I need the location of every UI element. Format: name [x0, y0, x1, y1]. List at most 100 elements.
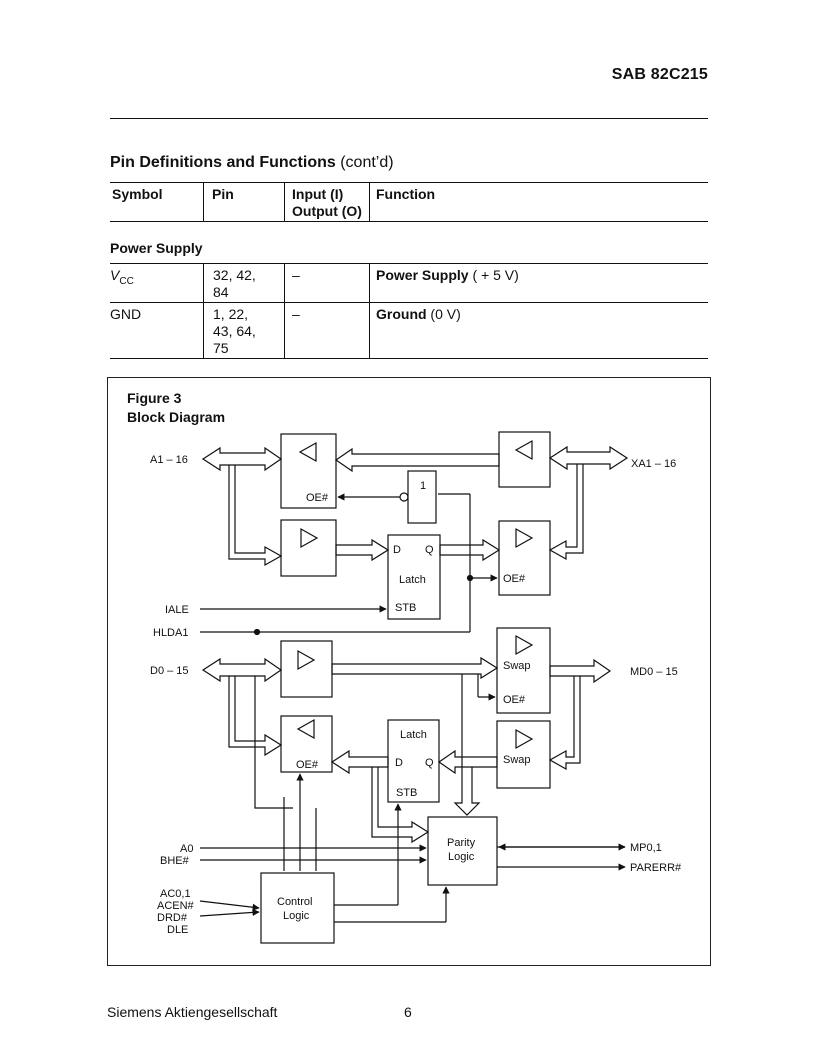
swap-to-latch	[437, 749, 498, 775]
signal-dle: DLE	[167, 924, 188, 936]
latch-to-buffer	[330, 749, 389, 775]
swap-label: Swap	[503, 754, 531, 766]
signal-acen: ACEN#	[157, 900, 195, 912]
data-buffer-out	[280, 640, 333, 698]
section-title-main: Pin Definitions and Functions	[110, 154, 336, 171]
row-symbol: VCC	[110, 267, 134, 290]
header-function: Function	[376, 186, 436, 202]
signal-iale: IALE	[165, 604, 189, 616]
signal-xa1-16: XA1 – 16	[631, 458, 676, 470]
row-function-detail: (0 V)	[426, 306, 461, 322]
signal-bhe: BHE#	[160, 855, 190, 867]
oe-label: OE#	[503, 694, 526, 706]
row-io: –	[292, 267, 300, 283]
control-label-2: Logic	[283, 910, 310, 922]
buffer-right-icon	[515, 634, 534, 656]
figure-frame	[107, 377, 711, 966]
footer-company: Siemens Aktiengesellschaft	[107, 1004, 278, 1020]
internal-a-bus	[334, 447, 500, 473]
latch-q-label: Q	[425, 544, 434, 556]
header-symbol: Symbol	[112, 186, 163, 202]
oe-label: OE#	[503, 573, 526, 585]
bus-buffer-xa-in	[498, 431, 551, 488]
group-rule	[110, 263, 708, 264]
bus-buffer-xa-out	[498, 520, 551, 596]
signal-drd: DRD#	[157, 912, 188, 924]
figure-title: Block Diagram	[127, 409, 226, 425]
md-bus-arrow	[549, 658, 612, 684]
signal-mp01: MP0,1	[630, 842, 662, 854]
row-symbol-main: V	[110, 267, 120, 283]
table-header-rule	[110, 221, 708, 222]
row-symbol: GND	[110, 306, 142, 322]
row-function-name: Ground	[376, 306, 427, 322]
col-divider	[284, 263, 285, 358]
signal-parerr: PARERR#	[630, 862, 682, 874]
row-function: Power Supply ( + 5 V)	[376, 267, 519, 284]
col-divider	[284, 182, 285, 221]
oe-label: OE#	[306, 492, 329, 504]
bus-to-parity	[453, 674, 481, 816]
inverter-label: 1	[420, 480, 426, 492]
signal-ac01: AC0,1	[160, 888, 191, 900]
latch-stb-label: STB	[396, 787, 417, 799]
signal-md0-15: MD0 – 15	[630, 666, 678, 678]
xa-bus-arrow	[548, 445, 629, 471]
parity-logic-block	[427, 816, 498, 886]
latch-d-label: D	[393, 544, 401, 556]
col-divider	[369, 182, 370, 221]
buffer-right-icon	[515, 527, 534, 549]
row-function: Ground (0 V)	[376, 306, 461, 323]
header-io-line1: Input (I)	[292, 186, 344, 202]
bus-to-latch	[335, 538, 390, 562]
row-function-detail: ( + 5 V)	[468, 267, 519, 283]
control-logic-block	[260, 872, 335, 944]
buffer-right-icon	[515, 728, 534, 750]
bus-buffer-a-out	[280, 519, 337, 577]
buffer-left-icon	[298, 441, 317, 463]
signal-hlda1: HLDA1	[153, 627, 188, 639]
swap-block-lower	[496, 720, 551, 789]
row-io: –	[292, 306, 300, 322]
parity-label-1: Parity	[447, 837, 476, 849]
address-latch	[387, 534, 441, 620]
control-label-1: Control	[277, 896, 312, 908]
row-pins: 1, 22, 43, 64, 75	[213, 306, 256, 356]
figure-number: Figure 3	[127, 390, 182, 406]
latch-stb-label: STB	[395, 602, 416, 614]
d-bus-arrow	[201, 657, 283, 683]
latch-label: Latch	[400, 729, 427, 741]
latch-d-label: D	[395, 757, 403, 769]
signal-a1-16: A1 – 16	[150, 454, 188, 466]
document-header-title: SAB 82C215	[611, 66, 708, 83]
header-rule	[110, 118, 708, 119]
bus-to-swap	[331, 656, 499, 680]
latch-label: Latch	[399, 574, 426, 586]
section-title-suffix: (cont’d)	[335, 154, 394, 171]
parity-label-2: Logic	[448, 851, 475, 863]
signal-a0: A0	[180, 843, 193, 855]
section-title: Pin Definitions and Functions (cont’d)	[110, 154, 394, 172]
a-bus-arrow	[201, 446, 283, 472]
table-top-rule	[110, 182, 708, 183]
latch-to-xa	[439, 538, 501, 562]
inverter-block	[407, 470, 437, 524]
buffer-right-icon	[297, 649, 316, 671]
col-divider	[203, 182, 204, 221]
buffer-left-icon	[296, 718, 315, 740]
swap-label: Swap	[503, 660, 531, 672]
col-divider	[203, 263, 204, 358]
signal-d0-15: D0 – 15	[150, 665, 189, 677]
table-bottom-rule	[110, 358, 708, 359]
buffer-right-icon	[300, 527, 319, 549]
header-io-line2: Output (O)	[292, 203, 362, 219]
row-rule	[110, 302, 708, 303]
col-divider	[369, 263, 370, 358]
data-buffer-in	[280, 715, 333, 773]
row-symbol-sub: CC	[119, 275, 134, 287]
page-number: 6	[404, 1004, 412, 1020]
group-label: Power Supply	[110, 240, 203, 256]
bus-buffer-a-in	[280, 433, 337, 509]
buffer-left-icon	[514, 439, 533, 461]
